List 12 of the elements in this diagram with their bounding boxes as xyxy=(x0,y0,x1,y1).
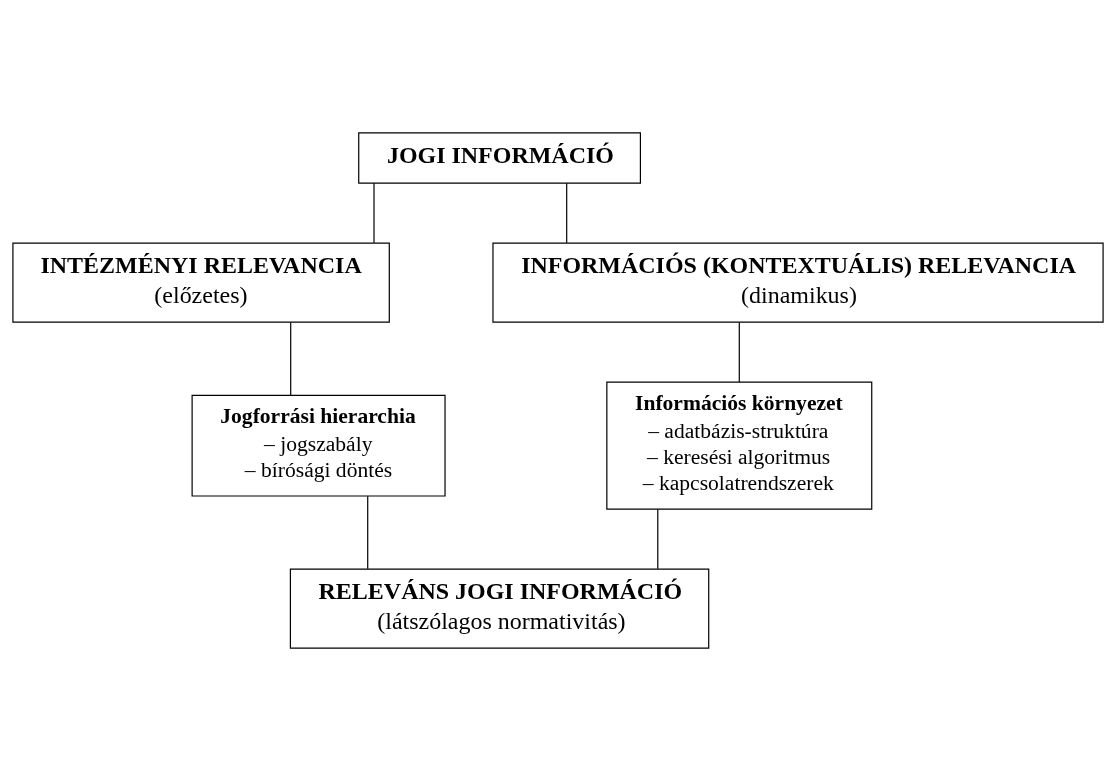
node-box: RELEVÁNS JOGI INFORMÁCIÓ (látszólagos normativitás) xyxy=(289,568,710,649)
connector xyxy=(566,182,568,243)
connector xyxy=(738,321,740,383)
connector xyxy=(657,508,659,569)
node-box: Információs környezet – adatbázis-struktúra – keresési algoritmus – kapcsolatrendszerek xyxy=(606,381,873,510)
node-box: Jogforrási hierarchia – jogszabály – bírósági döntés xyxy=(191,394,446,497)
connector xyxy=(290,321,292,396)
node-box: INTÉZMÉNYI RELEVANCIA (előzetes) xyxy=(12,241,390,323)
node-box: INFORMÁCIÓS (KONTEXTUÁLIS) RELEVANCIA (dinamikus) xyxy=(492,241,1104,323)
connector xyxy=(373,182,375,243)
connector xyxy=(367,495,369,569)
node-box: JOGI INFORMÁCIÓ xyxy=(358,131,641,184)
